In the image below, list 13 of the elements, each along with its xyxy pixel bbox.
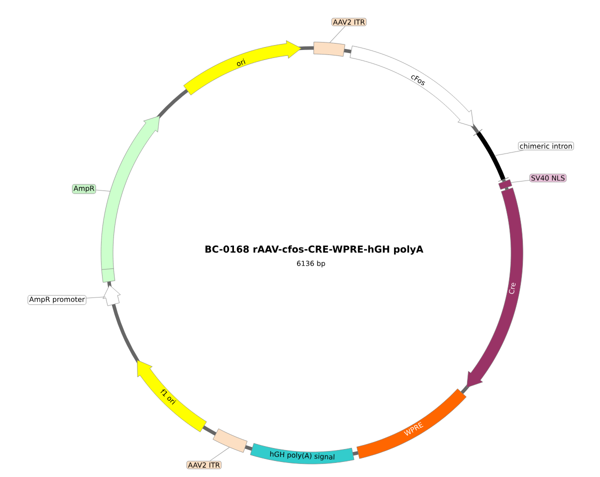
- leader-line: [330, 26, 346, 43]
- leader-line: [510, 180, 530, 183]
- leader-line: [86, 296, 106, 298]
- feature-arc: [102, 284, 121, 306]
- leader-line: [495, 150, 524, 156]
- feature-arc: [100, 116, 160, 283]
- feature-line: [473, 128, 509, 182]
- leader-line: [96, 190, 110, 192]
- feature-block: [314, 42, 346, 57]
- feature-block: [212, 428, 248, 453]
- leader-line: [210, 447, 230, 462]
- title: BC-0168 rAAV-cfos-CRE-WPRE-hGH polyA: [205, 245, 424, 255]
- feature-block: [498, 179, 512, 190]
